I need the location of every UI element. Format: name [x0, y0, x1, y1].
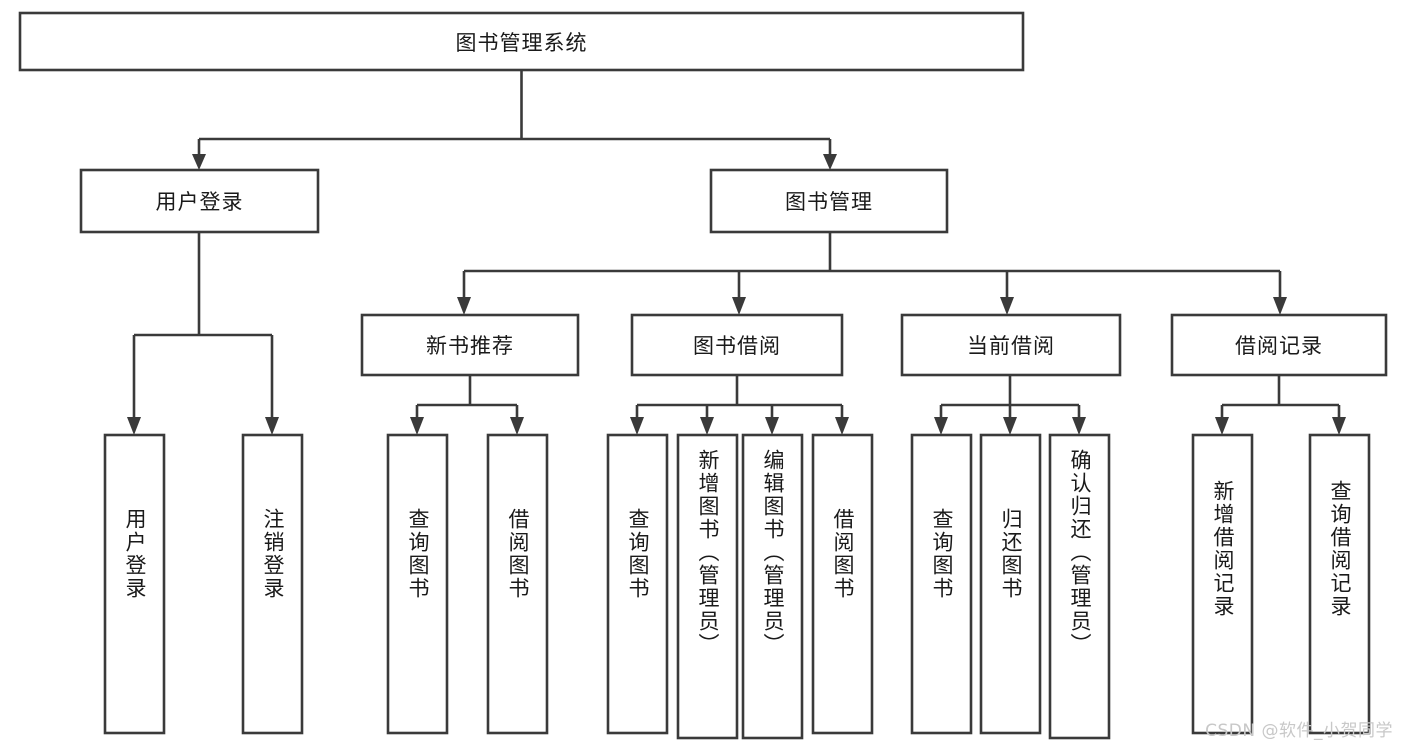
- arrowhead-nbr-leaf-2: [510, 417, 524, 435]
- arrowhead-current-borrow: [1000, 297, 1014, 315]
- arrowhead-nbr-leaf-1: [410, 417, 424, 435]
- arrowhead-bb-leaf-3: [765, 417, 779, 435]
- csdn-watermark: CSDN @软件_小贺同学: [1205, 721, 1393, 741]
- arrowhead-br-leaf-2: [1332, 417, 1346, 435]
- node-box-leaf-query-book-2[interactable]: [606, 433, 669, 735]
- arrowhead-leaf-user-logout: [265, 417, 279, 435]
- node-box-leaf-user-logout[interactable]: [241, 433, 304, 735]
- node-box-borrow-record[interactable]: [1170, 313, 1388, 377]
- node-box-leaf-query-record[interactable]: [1308, 433, 1371, 735]
- arrowhead-cb-leaf-3: [1072, 417, 1086, 435]
- node-box-leaf-add-book[interactable]: [676, 433, 739, 740]
- node-box-book-borrow[interactable]: [630, 313, 844, 377]
- node-box-leaf-edit-book[interactable]: [741, 433, 804, 740]
- arrowhead-borrow-record: [1273, 297, 1287, 315]
- node-box-leaf-borrow-book-2[interactable]: [811, 433, 874, 735]
- node-box-layer: [18, 11, 1388, 740]
- arrowhead-cb-leaf-2: [1003, 417, 1017, 435]
- arrowhead-leaf-user-login: [127, 417, 141, 435]
- node-box-leaf-add-record[interactable]: [1191, 433, 1254, 735]
- arrowhead-bb-leaf-4: [835, 417, 849, 435]
- node-box-book-management[interactable]: [709, 168, 949, 234]
- arrowhead-book-borrow: [732, 297, 746, 315]
- node-box-leaf-query-book-1[interactable]: [386, 433, 449, 735]
- node-box-leaf-borrow-book-1[interactable]: [486, 433, 549, 735]
- arrowhead-bb-leaf-1: [630, 417, 644, 435]
- arrowhead-book-management: [823, 154, 837, 170]
- node-box-leaf-confirm-return[interactable]: [1048, 433, 1111, 740]
- arrowhead-new-book-recommend: [457, 297, 471, 315]
- node-box-user-login[interactable]: [79, 168, 320, 234]
- arrowhead-br-leaf-1: [1215, 417, 1229, 435]
- node-box-root[interactable]: [18, 11, 1025, 72]
- arrowhead-bb-leaf-2: [700, 417, 714, 435]
- node-box-new-book-recommend[interactable]: [360, 313, 580, 377]
- arrowhead-cb-leaf-1: [934, 417, 948, 435]
- connector-layer: [127, 70, 1346, 435]
- node-box-leaf-return-book[interactable]: [979, 433, 1042, 735]
- node-box-leaf-user-login[interactable]: [103, 433, 166, 735]
- node-box-current-borrow[interactable]: [900, 313, 1122, 377]
- arrowhead-user-login: [192, 154, 206, 170]
- node-box-leaf-query-book-3[interactable]: [910, 433, 973, 735]
